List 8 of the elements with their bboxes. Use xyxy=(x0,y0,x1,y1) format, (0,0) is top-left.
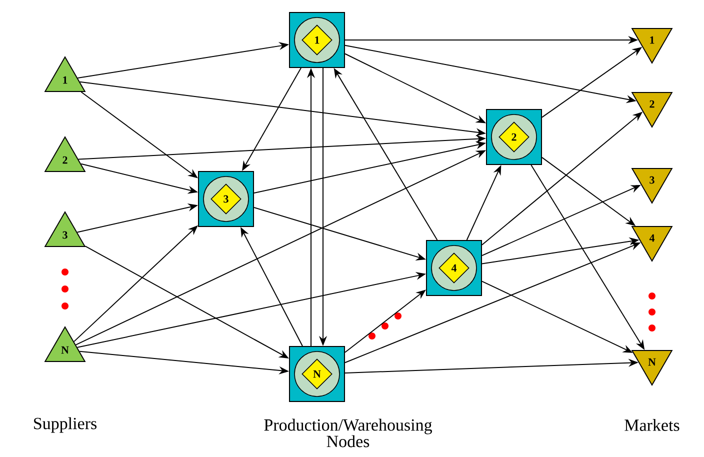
column-heading: Production/Warehousing Nodes xyxy=(264,418,432,448)
facility-box: 2 xyxy=(486,109,542,165)
column-heading: Suppliers xyxy=(34,417,97,433)
column-heading: Markets xyxy=(624,419,680,431)
facility-box: 1 xyxy=(289,12,345,68)
facility-box: 3 xyxy=(198,171,254,227)
facility-box: N xyxy=(289,346,345,402)
facility-box: 4 xyxy=(426,240,482,296)
